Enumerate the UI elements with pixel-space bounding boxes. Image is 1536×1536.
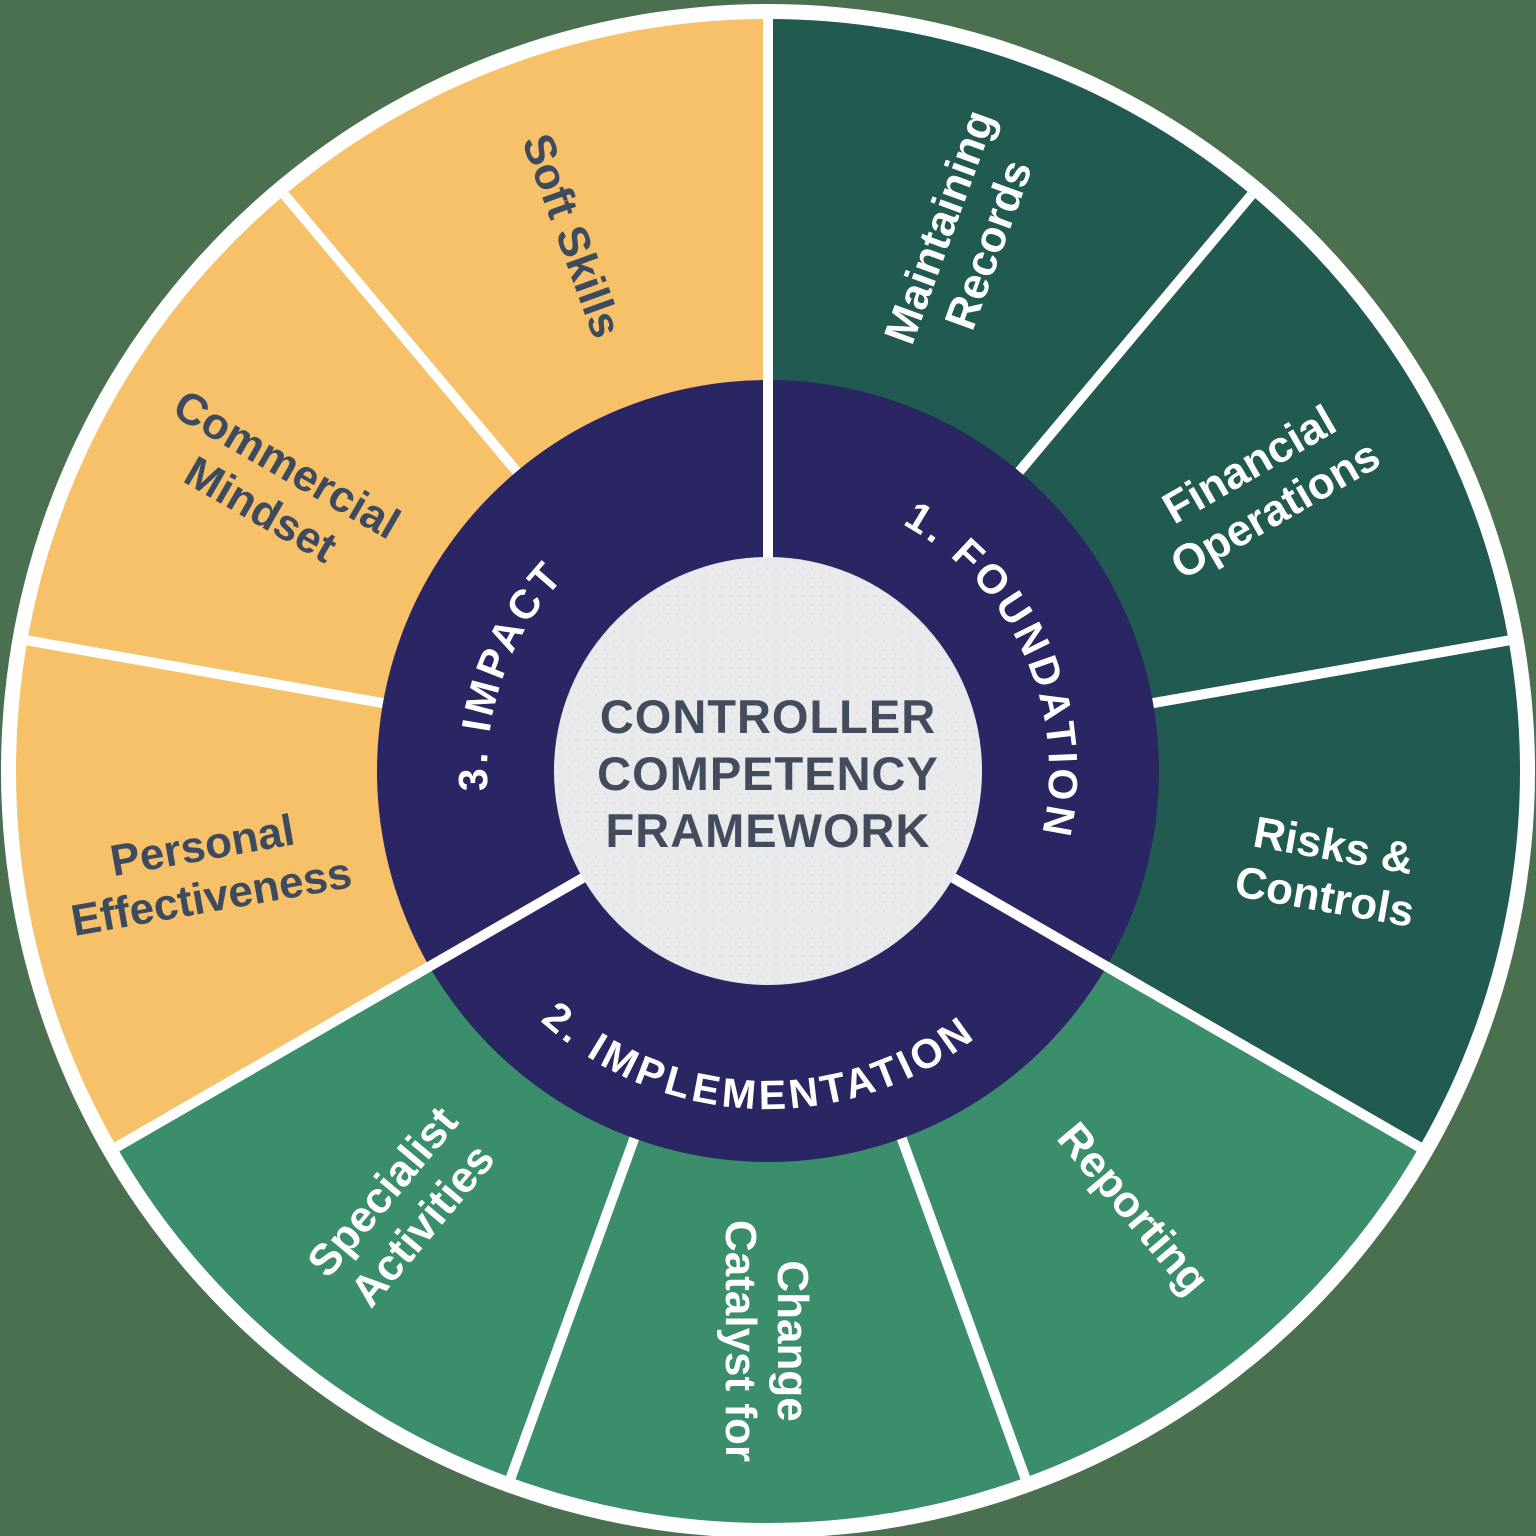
segment-label-catalyst-for-change: Catalyst forChange <box>716 1220 817 1462</box>
center-circle <box>554 557 982 985</box>
